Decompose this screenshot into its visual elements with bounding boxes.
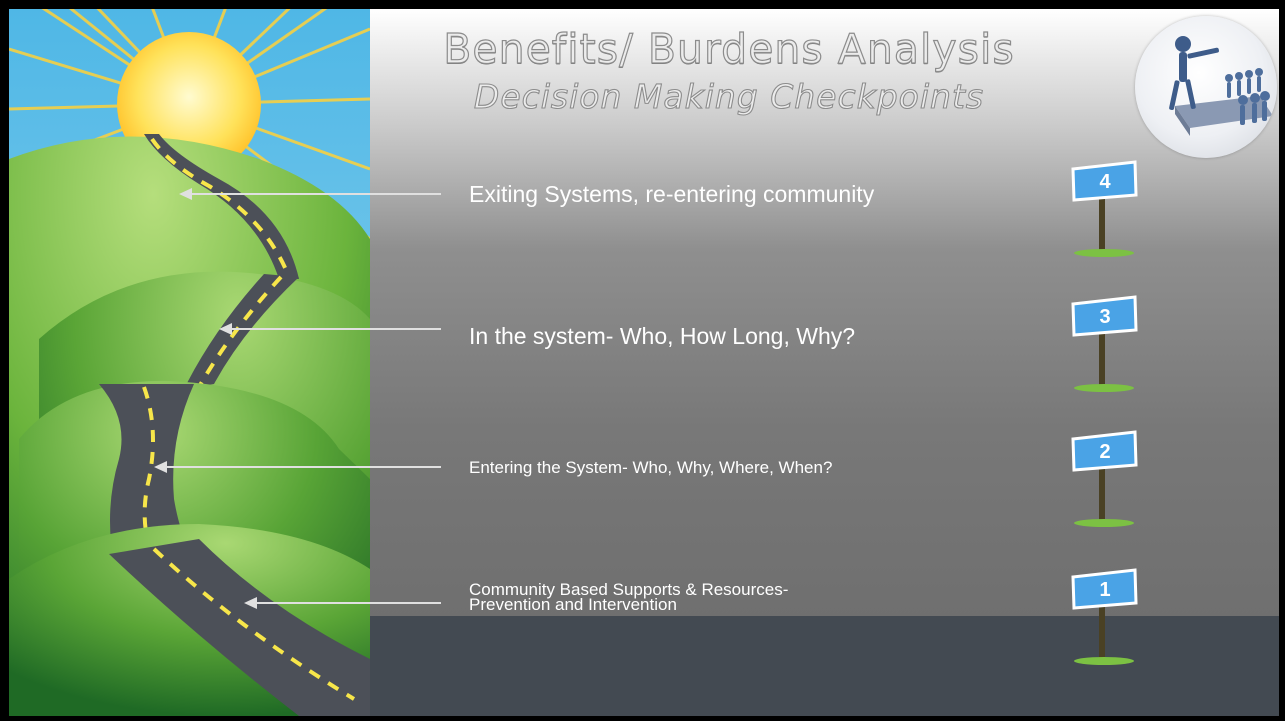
checkpoint-2-text: Entering the System- Who, Why, Where, Wh…	[469, 458, 833, 477]
sign-number-4: 4	[1099, 171, 1111, 193]
sign-number-3: 3	[1099, 306, 1110, 328]
checkpoint-4-text: Exiting Systems, re-entering community	[469, 181, 875, 207]
sign-number-2: 2	[1099, 441, 1110, 463]
road-icon	[9, 9, 370, 716]
checkpoint-1-line2: Prevention and Intervention	[469, 595, 677, 614]
checkpoint-3-text: In the system- Who, How Long, Why?	[469, 323, 856, 349]
slide-subtitle: Decision Making Checkpoints	[473, 76, 985, 116]
signpost-icon: 1	[1071, 568, 1138, 665]
arrow-checkpoint-4	[179, 188, 441, 200]
arrow-checkpoint-2	[154, 461, 441, 473]
arrow-checkpoint-1	[244, 597, 441, 609]
checkpoint-1-text: Community Based Supports & Resources- Pr…	[469, 580, 789, 614]
road-hills-illustration	[9, 9, 370, 716]
slide-title: Benefits/ Burdens Analysis	[443, 24, 1015, 73]
arrow-checkpoint-3	[219, 323, 441, 335]
slide: Benefits/ Burdens Analysis Decision Maki…	[9, 9, 1279, 716]
signpost-icon: 3	[1071, 295, 1138, 392]
sign-number-1: 1	[1099, 579, 1110, 601]
checkpoint-1-line1: Community Based Supports & Resources-	[469, 580, 789, 599]
signpost-icon: 4	[1071, 160, 1138, 257]
leader-figure-icon	[1135, 16, 1277, 158]
signpost-icon: 2	[1071, 430, 1138, 527]
